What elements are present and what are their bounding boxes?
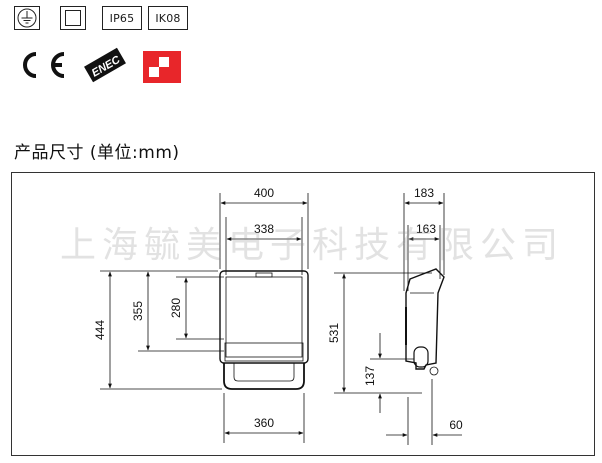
dim-front-height-inner: 280 [169,298,183,318]
ip-rating-badge: IP65 [102,6,142,30]
dim-front-width-top: 400 [254,186,274,200]
dim-front-height-mid: 355 [131,301,145,321]
class2-inner-square [65,10,81,26]
dimension-drawing-frame: 400 338 360 444 355 280 183 163 531 137 … [11,172,595,456]
ce-mark-icon [23,52,65,78]
dim-front-width-inner: 338 [254,222,274,236]
earth-ground-icon [17,8,37,28]
double-insulation-icon [60,6,86,30]
dim-side-offset-bottom: 60 [449,418,463,432]
earth-symbol-icon [14,6,40,30]
dim-side-height-total: 531 [327,323,341,343]
quality-mark-icon [143,51,181,83]
ik-rating-badge: IK08 [148,6,188,30]
ik-rating-label: IK08 [155,11,181,25]
dimension-drawing: 400 338 360 444 355 280 183 163 531 137 … [93,186,463,445]
front-bracket [223,363,305,390]
side-body-outline [405,268,445,370]
dim-side-depth-total: 183 [414,186,434,200]
dim-front-width-bottom: 360 [254,416,274,430]
ip-rating-label: IP65 [109,11,135,25]
front-body-outline [219,270,309,364]
dim-front-height-total: 444 [93,320,107,340]
dim-side-depth-inner: 163 [416,222,436,236]
dim-side-height-bracket: 137 [363,366,377,386]
page-title: 产品尺寸 (单位:mm) [14,143,180,163]
enec-mark-icon: ENEC [84,47,126,83]
